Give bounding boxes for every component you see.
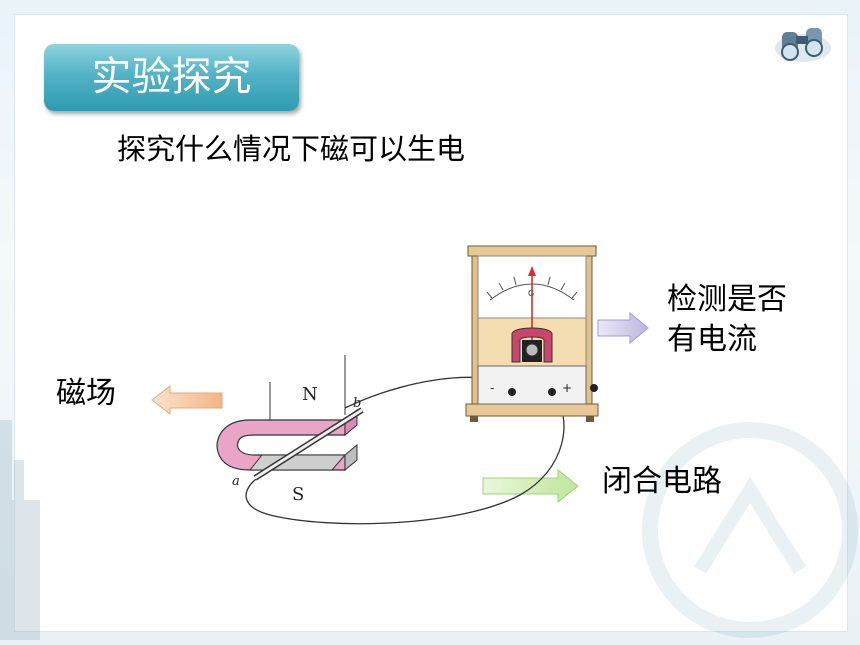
- binoculars-icon: [775, 28, 831, 62]
- arrow-right-purple-icon: [597, 311, 649, 345]
- pole-n-label: N: [302, 384, 318, 405]
- label-detect-line2: 有电流: [667, 322, 757, 357]
- skyline-decoration: [0, 420, 40, 640]
- wire-end-a: a: [232, 474, 240, 489]
- section-title-badge: 实验探究: [44, 44, 299, 111]
- pole-s-label: S: [292, 484, 304, 505]
- galvanometer-letter: G: [528, 289, 534, 298]
- subtitle: 探究什么情况下磁可以生电: [117, 132, 466, 166]
- slide-background: [14, 14, 848, 632]
- watermark-decoration: [642, 422, 858, 638]
- wire-end-b: b: [353, 396, 361, 411]
- label-closed-circuit: 闭合电路: [602, 464, 722, 499]
- label-magnetic-field: 磁场: [56, 376, 116, 411]
- galvanometer: G - +: [465, 245, 599, 422]
- terminal-minus: -: [490, 381, 494, 395]
- label-detect-line1: 检测是否: [667, 282, 787, 317]
- arrow-right-icon: [482, 468, 579, 504]
- terminal-plus: +: [562, 381, 572, 395]
- arrow-left-icon: [151, 384, 223, 416]
